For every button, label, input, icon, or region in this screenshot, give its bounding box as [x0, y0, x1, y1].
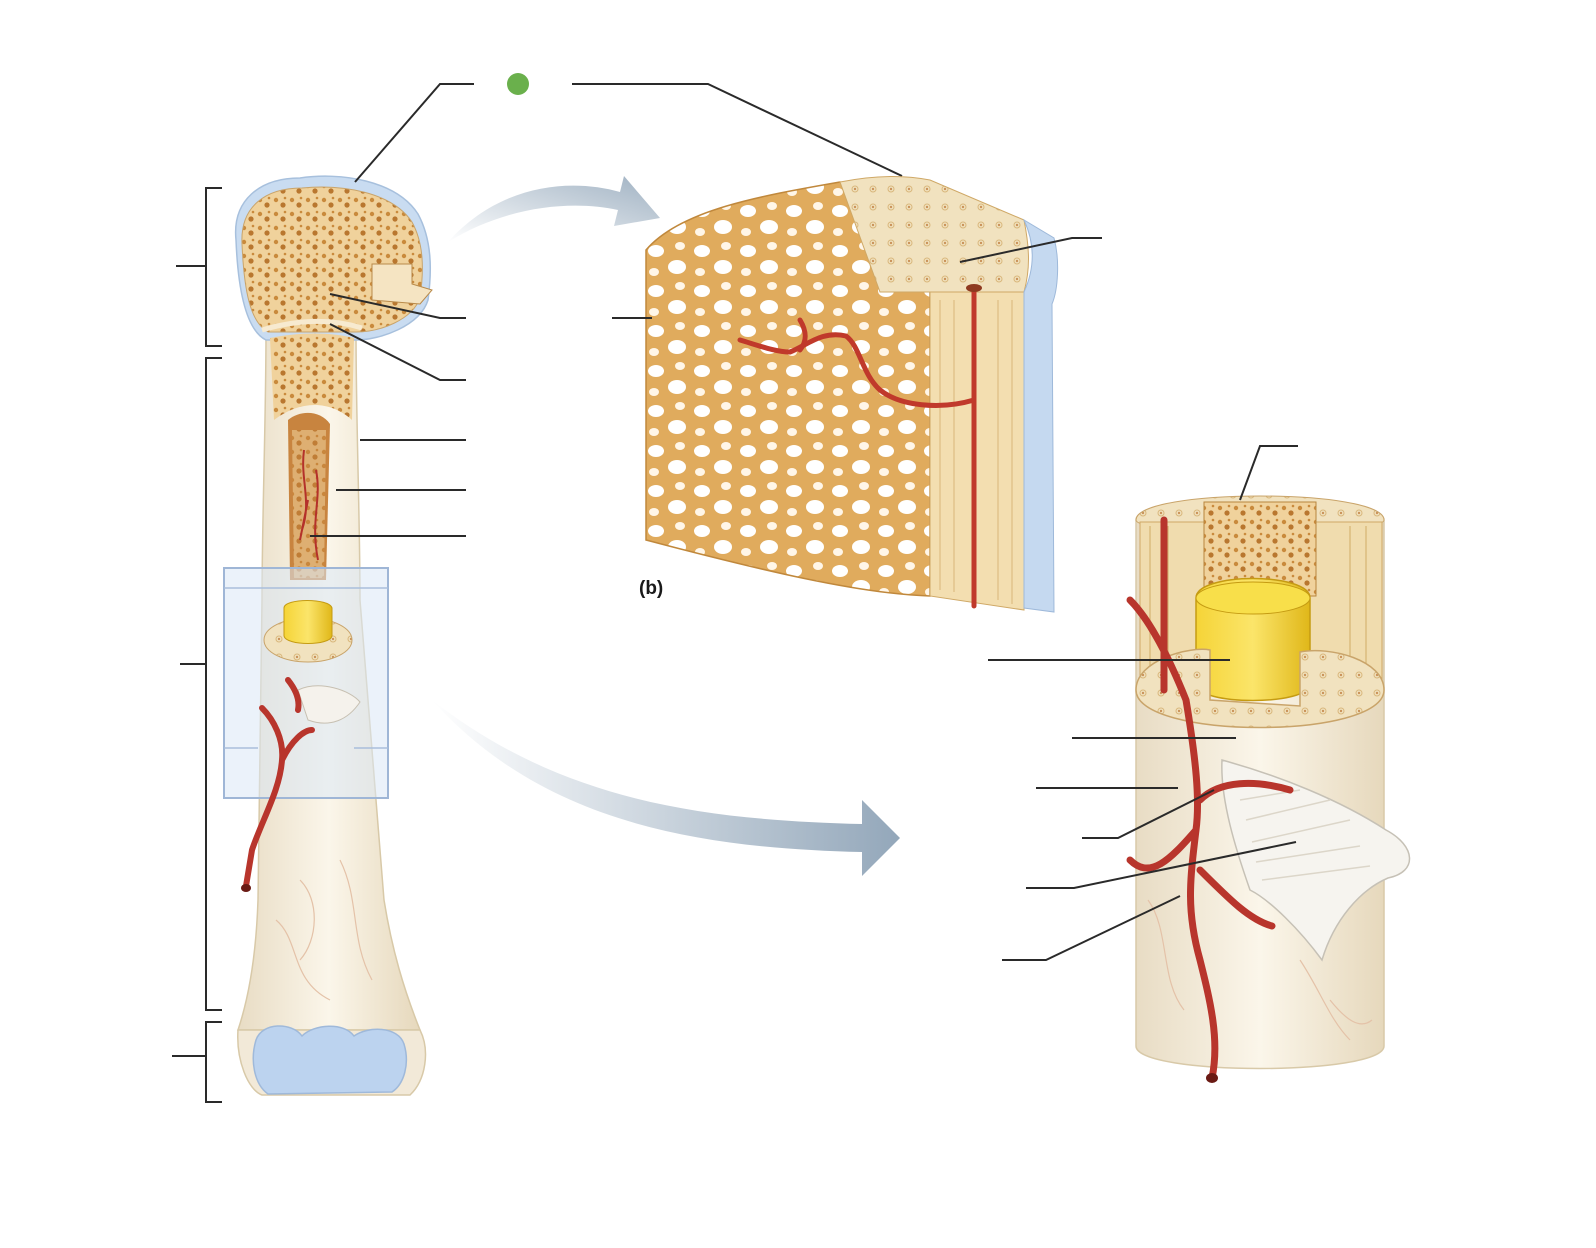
- block-canal-top: [966, 284, 982, 292]
- section-surface-veins: [1147, 899, 1373, 1041]
- leader-periosteum-section: [1026, 841, 1297, 889]
- left-leader-lines: [310, 83, 903, 537]
- leader-spongy-bone: [329, 293, 466, 319]
- surface-veins: [275, 859, 373, 1001]
- long-bone: [223, 175, 433, 1096]
- arrow-bottom: [432, 700, 900, 876]
- medullary-vessels: [299, 449, 319, 561]
- cut-wall-lamellae: [1149, 526, 1367, 686]
- endosteum-spongy: [1203, 501, 1317, 597]
- leader-nutrient-artery: [1082, 789, 1215, 839]
- periosteum-strip: [1022, 218, 1059, 613]
- section-vessel-end: [1206, 1073, 1218, 1083]
- distal-articular-cartilage: [252, 1025, 408, 1095]
- leader-top-right: [572, 83, 903, 177]
- leader-epiphyseal-line: [329, 323, 466, 381]
- sharpey-fibers: [1239, 789, 1371, 881]
- brackets: [172, 187, 222, 1103]
- box-yellow-marrow: [283, 600, 333, 644]
- bracket-diaphysis: [180, 357, 222, 1011]
- leader-articular-cartilage: [354, 83, 474, 183]
- bracket-proximal-epiphysis: [176, 187, 222, 347]
- yellow-marrow-top: [1195, 581, 1311, 615]
- epiphyseal-line: [261, 318, 363, 333]
- proximal-epiphysis: [241, 186, 423, 333]
- cross-section-face: [1135, 648, 1385, 729]
- shaft-section: [1126, 495, 1411, 1083]
- arrow-top: [448, 176, 660, 242]
- leader-artery-lower: [1002, 895, 1181, 961]
- section-vessels: [1126, 516, 1294, 1082]
- block-vessels: [737, 287, 977, 609]
- bracket-distal-epiphysis: [172, 1021, 222, 1103]
- box-periosteum-flap: [297, 685, 361, 724]
- periosteum-flap: [1221, 759, 1411, 962]
- notch-cut: [371, 263, 433, 305]
- spongy-bone-block: [645, 176, 1059, 613]
- panel-label-b: (b): [639, 578, 664, 599]
- lamellae-lines: [939, 300, 1013, 604]
- leader-spongy-lining: [1239, 445, 1298, 501]
- vessel-end: [241, 884, 251, 892]
- cutaway-box-edge: [224, 587, 388, 749]
- metaphysis-spongy: [270, 333, 354, 420]
- medullary-texture: [292, 430, 326, 578]
- leader-osteon: [959, 237, 1102, 263]
- marker-dot[interactable]: [507, 73, 529, 95]
- box-vessels: [243, 677, 315, 889]
- right-leader-lines: [988, 445, 1298, 961]
